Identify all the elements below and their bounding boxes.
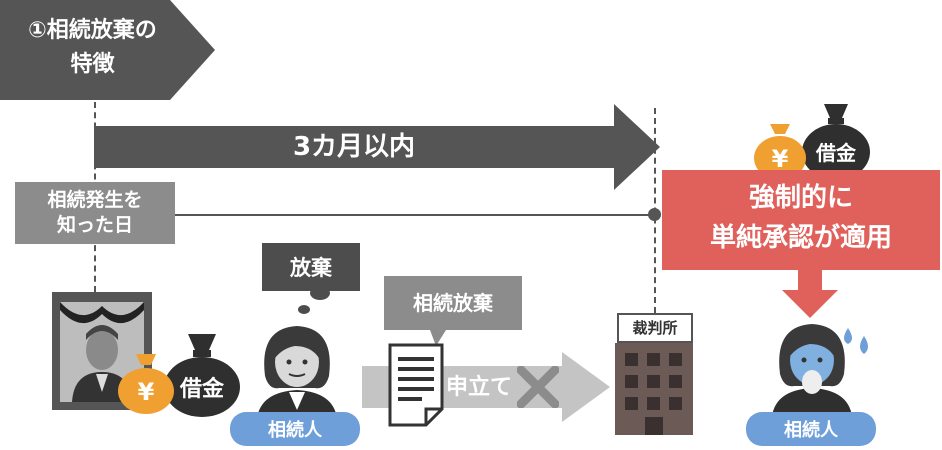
woman-avatar-icon — [257, 326, 337, 418]
debt-label-left: 借金 — [179, 376, 225, 402]
down-arrow-icon — [782, 268, 838, 318]
worried-woman-avatar-icon — [772, 324, 852, 416]
document-label: 相続放棄 — [384, 276, 522, 330]
cross-icon — [516, 365, 560, 409]
debt-label-right: 借金 — [815, 141, 857, 165]
period-arrow: 3カ月以内 — [94, 100, 664, 195]
heir-person-right — [770, 316, 854, 416]
yen-coin-icon: ¥ — [754, 124, 806, 180]
money-bag-icon-left: 借金 — [164, 334, 240, 417]
building-icon — [615, 343, 693, 435]
penalty-label: 強制的に 単純承認が適用 — [709, 183, 892, 253]
document-icon — [388, 343, 444, 427]
period-label: 3カ月以内 — [292, 132, 416, 162]
sweat-drops-icon — [838, 326, 872, 358]
start-date-label: 相続発生を 知った日 — [15, 182, 175, 244]
title-text: ①相続放棄の 特徴 — [28, 18, 157, 77]
debt-bag-left: 借金 — [162, 330, 242, 418]
timeline-line — [175, 214, 655, 216]
debt-bag-right: 借金 — [800, 100, 872, 180]
timeline-end-dot — [648, 208, 661, 221]
penalty-box — [662, 170, 940, 270]
court-label: 裁判所 — [617, 313, 693, 343]
heir-person-left — [255, 318, 339, 418]
yen-coin-left: ¥ — [116, 352, 176, 414]
heir-label-right: 相続人 — [746, 412, 876, 446]
court-building-icon — [615, 343, 693, 435]
title-tag: ①相続放棄の 特徴 — [0, 0, 215, 100]
yen-coin-right: ¥ — [752, 122, 808, 180]
yen-symbol-left: ¥ — [138, 378, 155, 406]
application-label: 申立て — [446, 375, 513, 400]
heir-label-left: 相続人 — [230, 412, 360, 446]
penalty-arrow — [782, 268, 838, 318]
yen-symbol-right: ¥ — [772, 145, 789, 173]
yen-coin-icon-left: ¥ — [118, 354, 174, 414]
period-arrow-shape — [94, 104, 660, 190]
thought-bubble: 放棄 — [262, 243, 360, 291]
x-mark-icon — [516, 365, 560, 409]
document-label-pointer — [430, 330, 450, 346]
paper-document-icon — [388, 343, 444, 427]
money-bag-icon: 借金 — [802, 104, 870, 180]
title-tag-shape — [0, 0, 215, 100]
thought-dot-small — [298, 305, 310, 314]
thought-dot-large — [310, 286, 330, 300]
